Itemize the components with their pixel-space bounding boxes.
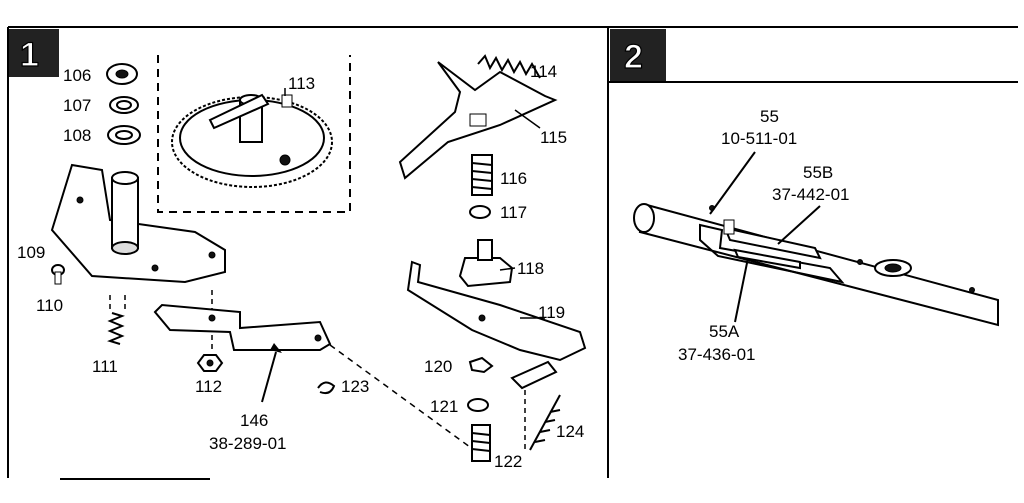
bracket-55b: [723, 219, 822, 260]
label-120: 120: [424, 357, 452, 376]
label-146: 146: [240, 411, 268, 430]
label-55a-code: 37-436-01: [678, 345, 756, 364]
label-123: 123: [341, 377, 369, 396]
clip-117: [469, 205, 491, 219]
label-117: 117: [500, 203, 527, 222]
label-122: 122: [494, 452, 522, 471]
leader-lines-panel-2: [709, 151, 821, 323]
diagram-frame: [7, 26, 1018, 480]
label-106: 106: [63, 66, 91, 85]
label-55: 55: [760, 107, 779, 126]
label-124: 124: [556, 422, 584, 441]
washer-106: [106, 63, 138, 85]
panel-2-number: 2: [624, 38, 643, 76]
spring-111: [107, 295, 126, 345]
leader-lines-panel-1: [284, 88, 545, 319]
label-108: 108: [63, 126, 91, 145]
label-55a: 55A: [709, 322, 740, 341]
spring-122: [471, 424, 491, 462]
label-118: 118: [517, 259, 544, 278]
tube-assembly-55: [633, 203, 999, 327]
clip-55a: [733, 248, 801, 270]
label-110: 110: [36, 296, 63, 315]
washer-121: [467, 398, 489, 412]
label-116: 116: [500, 169, 527, 188]
label-55b-code: 37-442-01: [772, 185, 850, 204]
label-55b: 55B: [803, 163, 833, 182]
screw-110: [51, 264, 65, 285]
clip-123: [317, 381, 336, 395]
label-113: 113: [288, 74, 315, 93]
label-146-code: 38-289-01: [209, 434, 287, 453]
spring-116: [471, 154, 493, 196]
panel-2-badge: 2: [610, 29, 666, 81]
label-114: 114: [530, 62, 557, 81]
label-55-code: 10-511-01: [721, 129, 797, 148]
spring-114: [477, 54, 541, 79]
plate-119: [406, 260, 587, 362]
panel-1-badge: 1: [9, 29, 59, 77]
label-107: 107: [63, 96, 91, 115]
label-109: 109: [17, 243, 45, 262]
bracket-109: [50, 163, 226, 284]
panel-1-number: 1: [20, 36, 39, 74]
bracket-118: [458, 239, 514, 288]
plate-115: [398, 61, 558, 180]
washer-108: [107, 125, 141, 145]
label-115: 115: [540, 128, 567, 147]
label-112: 112: [195, 377, 222, 396]
gear-assembly-113: [157, 55, 351, 213]
label-111: 111: [92, 357, 118, 376]
lever-146: [153, 303, 486, 459]
label-121: 121: [430, 397, 458, 416]
label-119: 119: [538, 303, 565, 322]
washer-107: [109, 96, 139, 114]
clip-120: [468, 356, 494, 374]
spring-124: [510, 360, 561, 451]
